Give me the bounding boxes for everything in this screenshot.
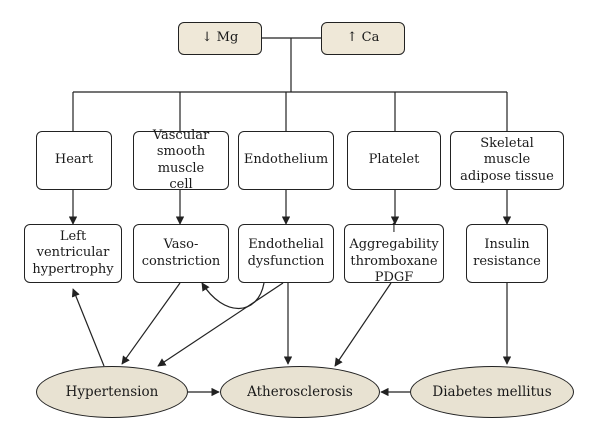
diabetes-ellipse: Diabetes mellitus	[410, 366, 574, 418]
endothelial-dysfunction-box: Endothelial dysfunction	[238, 224, 334, 283]
arrow-dysfunction-hypertension	[157, 282, 284, 367]
hypertension-label: Hypertension	[65, 384, 159, 400]
endothelial-dysfunction-label: Endothelial dysfunction	[247, 237, 325, 269]
lvh-box: Left ventricular hypertrophy	[24, 224, 122, 283]
skeletal-box: Skeletal muscle adipose tissue	[450, 131, 564, 190]
aggregability-box: ↑ Aggregability thromboxane PDGF	[344, 221, 444, 285]
ca-label: ↑ Ca	[346, 30, 380, 46]
platelet-box: Platelet	[347, 131, 441, 190]
vasoconstriction-label: Vaso- constriction	[141, 237, 221, 269]
mg-label: ↓ Mg	[201, 30, 239, 46]
skeletal-label: Skeletal muscle adipose tissue	[460, 136, 554, 184]
arrow-dysfunction-vaso-curve	[201, 282, 265, 309]
vascular-box: Vascular smooth muscle cell	[133, 128, 229, 192]
vasoconstriction-box: Vaso- constriction	[133, 224, 229, 283]
lvh-label: Left ventricular hypertrophy	[32, 229, 114, 277]
hypertension-ellipse: Hypertension	[36, 366, 188, 418]
heart-box: Heart	[36, 131, 112, 190]
vascular-label: Vascular smooth muscle cell	[152, 128, 210, 192]
arrow-vaso-hypertension	[121, 282, 181, 365]
atherosclerosis-ellipse: Atherosclerosis	[220, 366, 380, 418]
ca-box: ↑ Ca	[321, 22, 405, 55]
heart-label: Heart	[54, 152, 94, 168]
platelet-label: Platelet	[368, 152, 420, 168]
insulin-resistance-box: Insulin resistance	[466, 224, 548, 283]
arrow-aggregability-atherosclerosis	[334, 282, 392, 367]
atherosclerosis-label: Atherosclerosis	[247, 384, 353, 400]
arrow-hypertension-lvh	[71, 288, 105, 367]
aggregability-label: ↑ Aggregability thromboxane PDGF	[349, 221, 439, 285]
mg-box: ↓ Mg	[178, 22, 262, 55]
endothelium-label: Endothelium	[243, 152, 329, 168]
insulin-resistance-label: Insulin resistance	[473, 237, 541, 269]
endothelium-box: Endothelium	[238, 131, 334, 190]
diabetes-label: Diabetes mellitus	[432, 384, 552, 400]
